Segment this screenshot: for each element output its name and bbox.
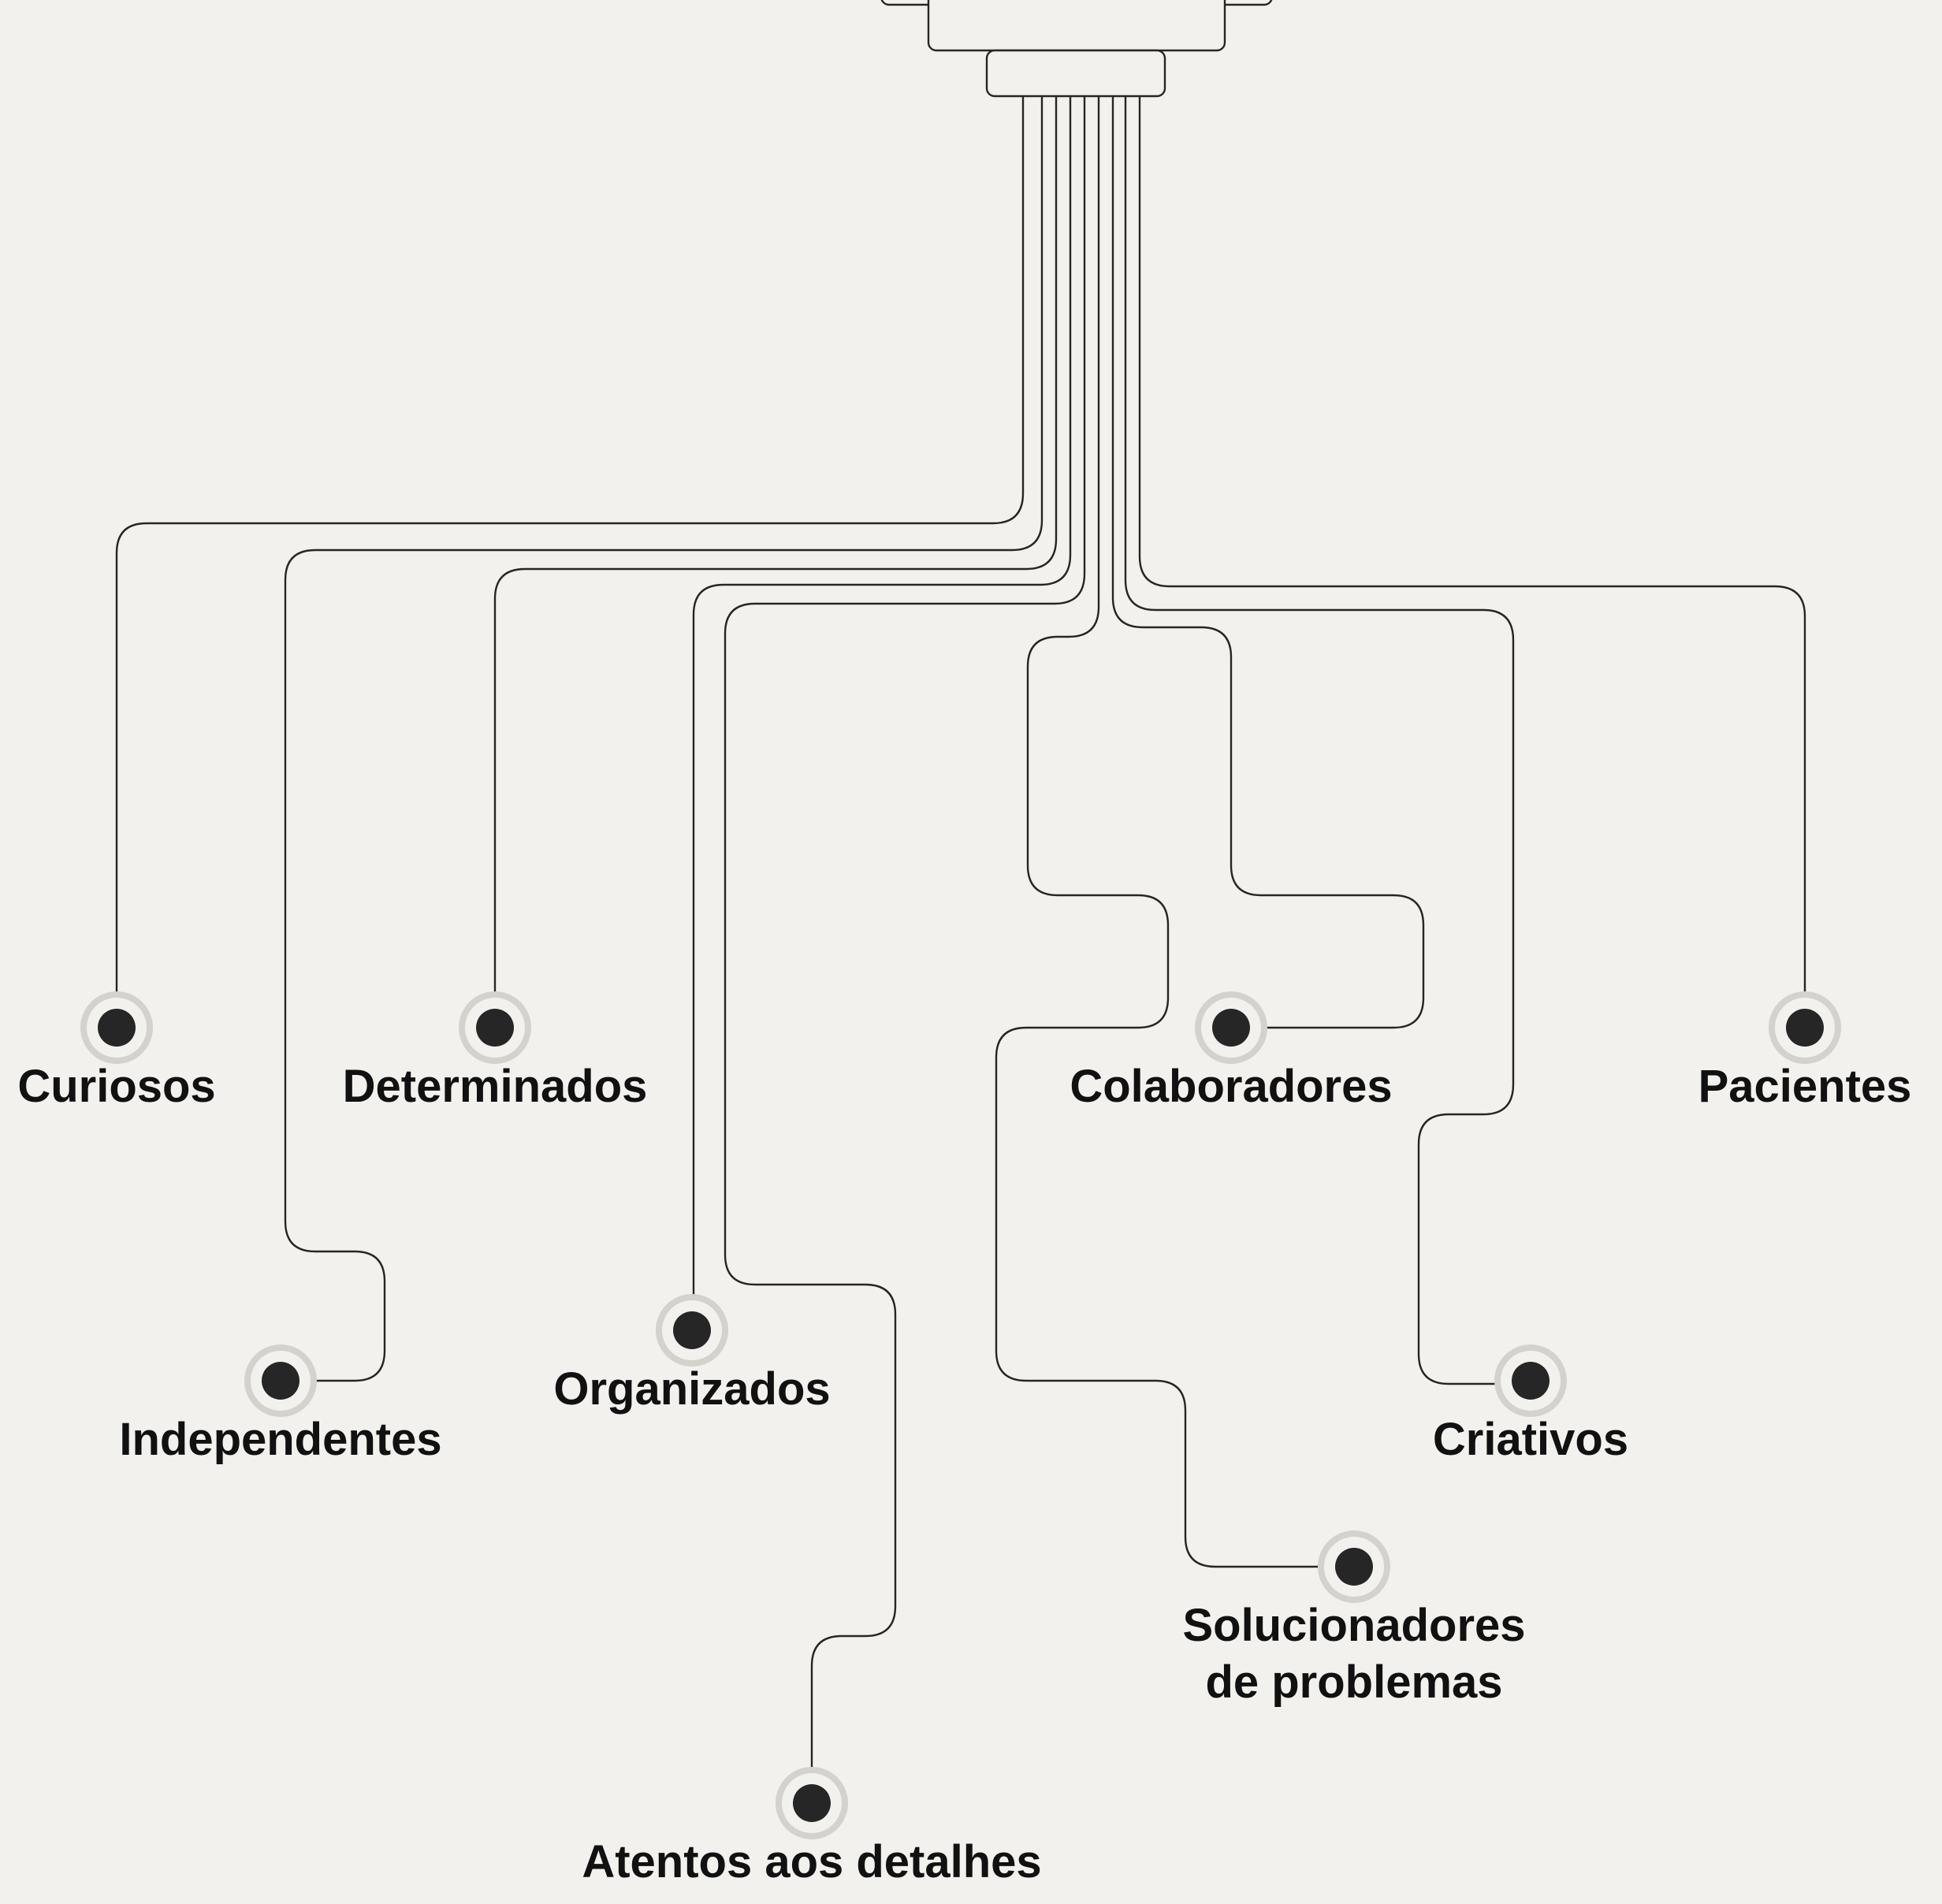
wire-determinados (493, 95, 1058, 1029)
wire-pacientes (1138, 95, 1806, 1029)
node-label-colaboradores: Colaboradores (1070, 1061, 1392, 1112)
node-dot-icon (262, 1362, 299, 1400)
wires (115, 95, 1806, 1805)
node-dot-icon (476, 1009, 514, 1047)
node-pacientes: Pacientes (1698, 991, 1912, 1112)
node-dot-icon (673, 1311, 711, 1349)
wire-colaboradores (1111, 95, 1425, 1029)
node-label-atentos: Atentos aos detalhes (582, 1836, 1041, 1887)
node-label-line: Determinados (343, 1061, 648, 1112)
node-label-determinados: Determinados (343, 1061, 648, 1112)
node-label-line: Colaboradores (1070, 1061, 1392, 1112)
node-organizados: Organizados (553, 1294, 831, 1415)
node-determinados: Determinados (343, 991, 648, 1112)
node-independentes: Independentes (119, 1344, 442, 1465)
wire-atentos (724, 95, 1086, 1805)
wire-solucionadores (995, 95, 1356, 1568)
node-solucionadores: Solucionadores de problemas (1182, 1530, 1526, 1708)
node-label-organizados: Organizados (553, 1363, 830, 1415)
node-label-curiosos: Curiosos (17, 1061, 215, 1112)
wire-independentes (279, 95, 1044, 1382)
node-dot-icon (1335, 1548, 1373, 1586)
node-label-line: de problemas (1205, 1657, 1502, 1708)
wire-criativos (1124, 95, 1532, 1385)
node-label-line: Pacientes (1698, 1061, 1912, 1112)
node-atentos: Atentos aos detalhes (582, 1767, 1042, 1887)
node-dot-icon (1512, 1362, 1550, 1400)
node-dot-icon (1786, 1009, 1824, 1047)
node-dot-icon (98, 1009, 136, 1047)
node-label-line: Atentos aos detalhes (582, 1836, 1041, 1887)
node-criativos: Criativos (1433, 1344, 1628, 1465)
node-label-criativos: Criativos (1433, 1414, 1628, 1465)
node-label-line: Independentes (119, 1414, 441, 1465)
node-colaboradores: Colaboradores (1070, 991, 1393, 1112)
node-dot-icon (793, 1784, 831, 1822)
node-dot-icon (1212, 1009, 1250, 1047)
node-label-line: Curiosos (17, 1061, 215, 1112)
node-label-line: Organizados (553, 1363, 830, 1415)
wire-curiosos (115, 95, 1025, 1029)
node-label-line: Criativos (1433, 1414, 1628, 1465)
wire-organizados (692, 95, 1072, 1332)
node-label-pacientes: Pacientes (1698, 1061, 1912, 1112)
connector-body (927, 0, 1226, 52)
node-curiosos: Curiosos (17, 991, 216, 1112)
node-label-line: Solucionadores (1182, 1600, 1525, 1651)
node-label-independentes: Independentes (119, 1414, 441, 1465)
connector-plug-icon (880, 0, 1273, 98)
node-label-solucionadores: Solucionadores de problemas (1182, 1600, 1525, 1708)
connector-tip (985, 49, 1166, 98)
